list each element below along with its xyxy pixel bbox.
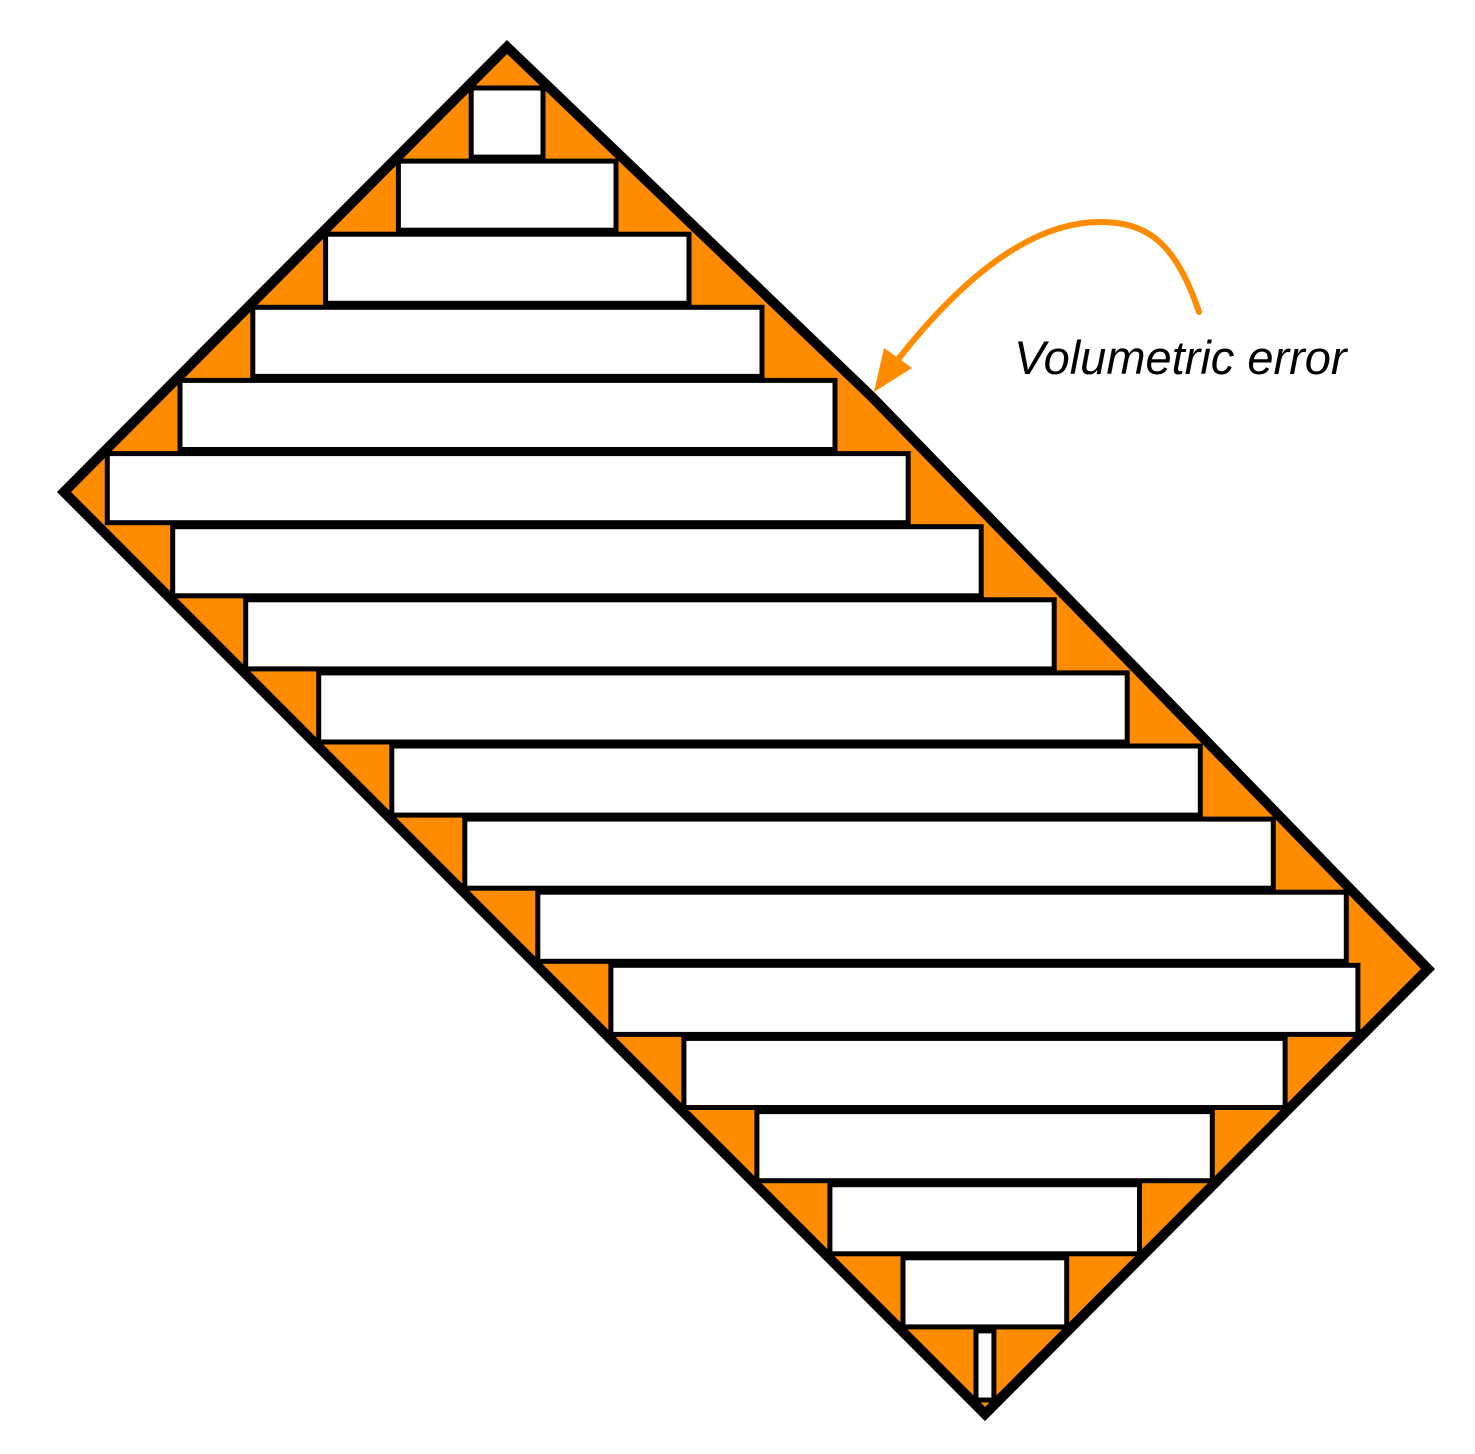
layer-stack xyxy=(104,85,1361,1403)
layer-slice xyxy=(316,670,1130,745)
layer-slice xyxy=(104,451,911,526)
arrow-head xyxy=(874,348,912,392)
volumetric-error-label: Volumetric error xyxy=(1014,331,1349,384)
layer-slice xyxy=(389,743,1203,818)
layer-slice xyxy=(900,1255,1070,1330)
layer-slice xyxy=(170,524,984,599)
layer-slice xyxy=(681,1035,1288,1111)
layer-slice xyxy=(535,889,1349,964)
layer-slice xyxy=(250,304,765,379)
arrow-curve xyxy=(893,218,1202,365)
layer-slice xyxy=(177,377,838,452)
layer-slice xyxy=(462,816,1276,891)
layer-slice xyxy=(973,1328,997,1403)
layer-slice xyxy=(468,85,546,160)
layer-slice xyxy=(608,962,1361,1037)
curved-arrow-icon xyxy=(874,218,1202,392)
layer-slice xyxy=(395,158,619,233)
layer-slice xyxy=(827,1182,1143,1257)
layer-slice xyxy=(323,231,692,306)
layer-slice xyxy=(243,597,1057,672)
part-outline xyxy=(56,39,1436,1422)
layer-slice xyxy=(754,1109,1215,1184)
